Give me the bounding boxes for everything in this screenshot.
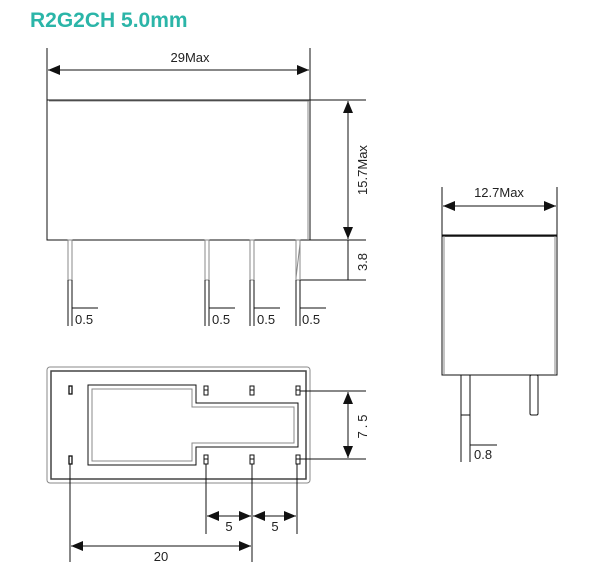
pin-width-label: 0.5 bbox=[75, 312, 93, 327]
height-label: 15.7Max bbox=[355, 145, 370, 195]
pin-holes bbox=[68, 385, 301, 465]
bottom-view: 7.5 5 5 20 bbox=[46, 366, 370, 564]
diagram-title: R2G2CH 5.0mm bbox=[30, 9, 188, 32]
pin-pitch-label: 5 bbox=[225, 519, 232, 534]
side-view: 12.7Max 0.8 bbox=[441, 185, 558, 462]
side-pin bbox=[460, 374, 471, 416]
pin-pitch-label: 5 bbox=[271, 519, 278, 534]
side-pin-width-label: 0.8 bbox=[474, 447, 492, 462]
relay-body-front bbox=[46, 99, 311, 241]
width-label: 29Max bbox=[170, 50, 210, 65]
pin-width-label: 0.5 bbox=[302, 312, 320, 327]
relay-body-side bbox=[441, 234, 558, 376]
pin-width-label: 0.5 bbox=[257, 312, 275, 327]
span-label: 20 bbox=[154, 549, 168, 564]
side-width-label: 12.7Max bbox=[474, 185, 524, 200]
pins-front bbox=[67, 239, 301, 281]
side-pin bbox=[529, 374, 539, 416]
front-view: 29Max 15.7Max 3.8 0.5 0.5 0.5 0.5 bbox=[46, 48, 370, 327]
pin-width-label: 0.5 bbox=[212, 312, 230, 327]
relay-body-bottom bbox=[46, 366, 311, 484]
pin-length-label: 3.8 bbox=[355, 253, 370, 271]
row-pitch-label: 7.5 bbox=[355, 411, 370, 438]
